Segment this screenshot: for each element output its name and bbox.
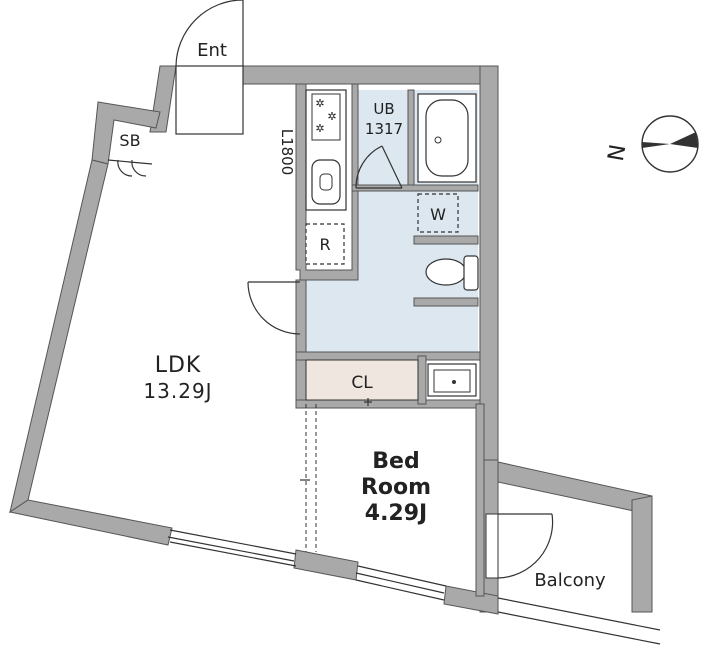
- bedroom-sliding-door: [300, 404, 317, 552]
- ldk-size-label: 13.29J: [143, 379, 212, 403]
- closet: [305, 359, 419, 401]
- north-label: N: [604, 143, 631, 164]
- ldk-door: [247, 281, 301, 335]
- wash-basin: [427, 363, 477, 397]
- entrance-label: Ent: [197, 40, 227, 61]
- entrance-door: [175, 0, 244, 135]
- bedroom-label-line1: Bed: [372, 449, 419, 474]
- bathtub: [417, 93, 477, 183]
- unit-bath-size-label: 1317: [365, 120, 403, 138]
- balcony-rail: [497, 597, 661, 645]
- washer-space: [417, 193, 459, 233]
- svg-text:✲: ✲: [327, 110, 336, 123]
- svg-text:✲: ✲: [315, 97, 324, 110]
- sb-door: [107, 159, 153, 177]
- balcony-door: [485, 513, 554, 579]
- outer-walls: [8, 65, 653, 615]
- refrigerator-space: [305, 223, 345, 265]
- bedroom-size-label: 4.29J: [365, 501, 427, 526]
- compass: [641, 115, 699, 173]
- bedroom-label-line2: Room: [361, 475, 431, 500]
- washer-label: W: [430, 205, 446, 224]
- kitchen-width-label: L1800: [278, 129, 296, 176]
- closet-label: CL: [351, 373, 373, 393]
- shoe-box-label: SB: [119, 131, 140, 150]
- refrigerator-label: R: [319, 235, 330, 254]
- toilet: [425, 255, 479, 291]
- balcony-label: Balcony: [534, 570, 606, 591]
- ub-door: [355, 145, 403, 189]
- svg-text:✲: ✲: [315, 122, 324, 135]
- ldk-label: LDK: [155, 353, 202, 378]
- kitchen: ✲ ✲ ✲: [305, 89, 347, 211]
- unit-bath-label: UB: [373, 100, 394, 118]
- windows: [167, 529, 447, 601]
